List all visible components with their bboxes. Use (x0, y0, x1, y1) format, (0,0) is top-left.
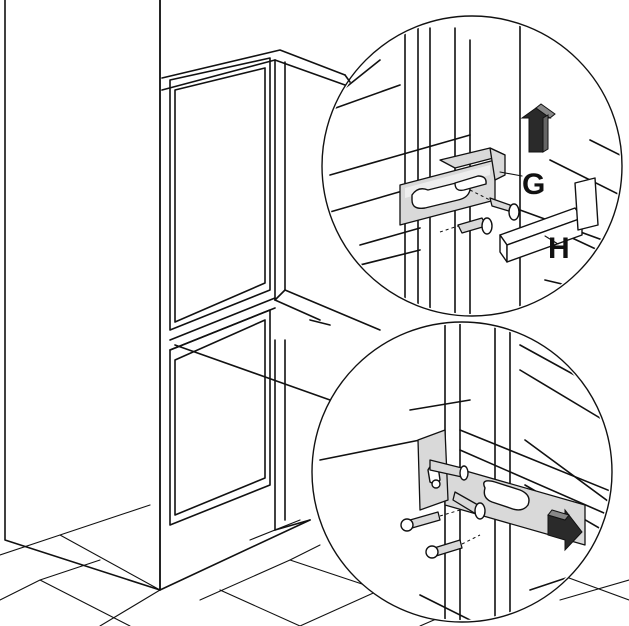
appliance-doors (169, 57, 381, 526)
screw (429, 459, 469, 481)
detail-lower (311, 321, 613, 623)
screw (439, 217, 493, 235)
label-h: H (548, 232, 570, 265)
cabinet-housing (4, 0, 346, 591)
label-g: G (522, 168, 545, 201)
screw (469, 189, 520, 221)
screw (425, 534, 481, 559)
screw (400, 509, 461, 532)
detail-upper: G H (321, 15, 623, 317)
screw (452, 491, 486, 520)
